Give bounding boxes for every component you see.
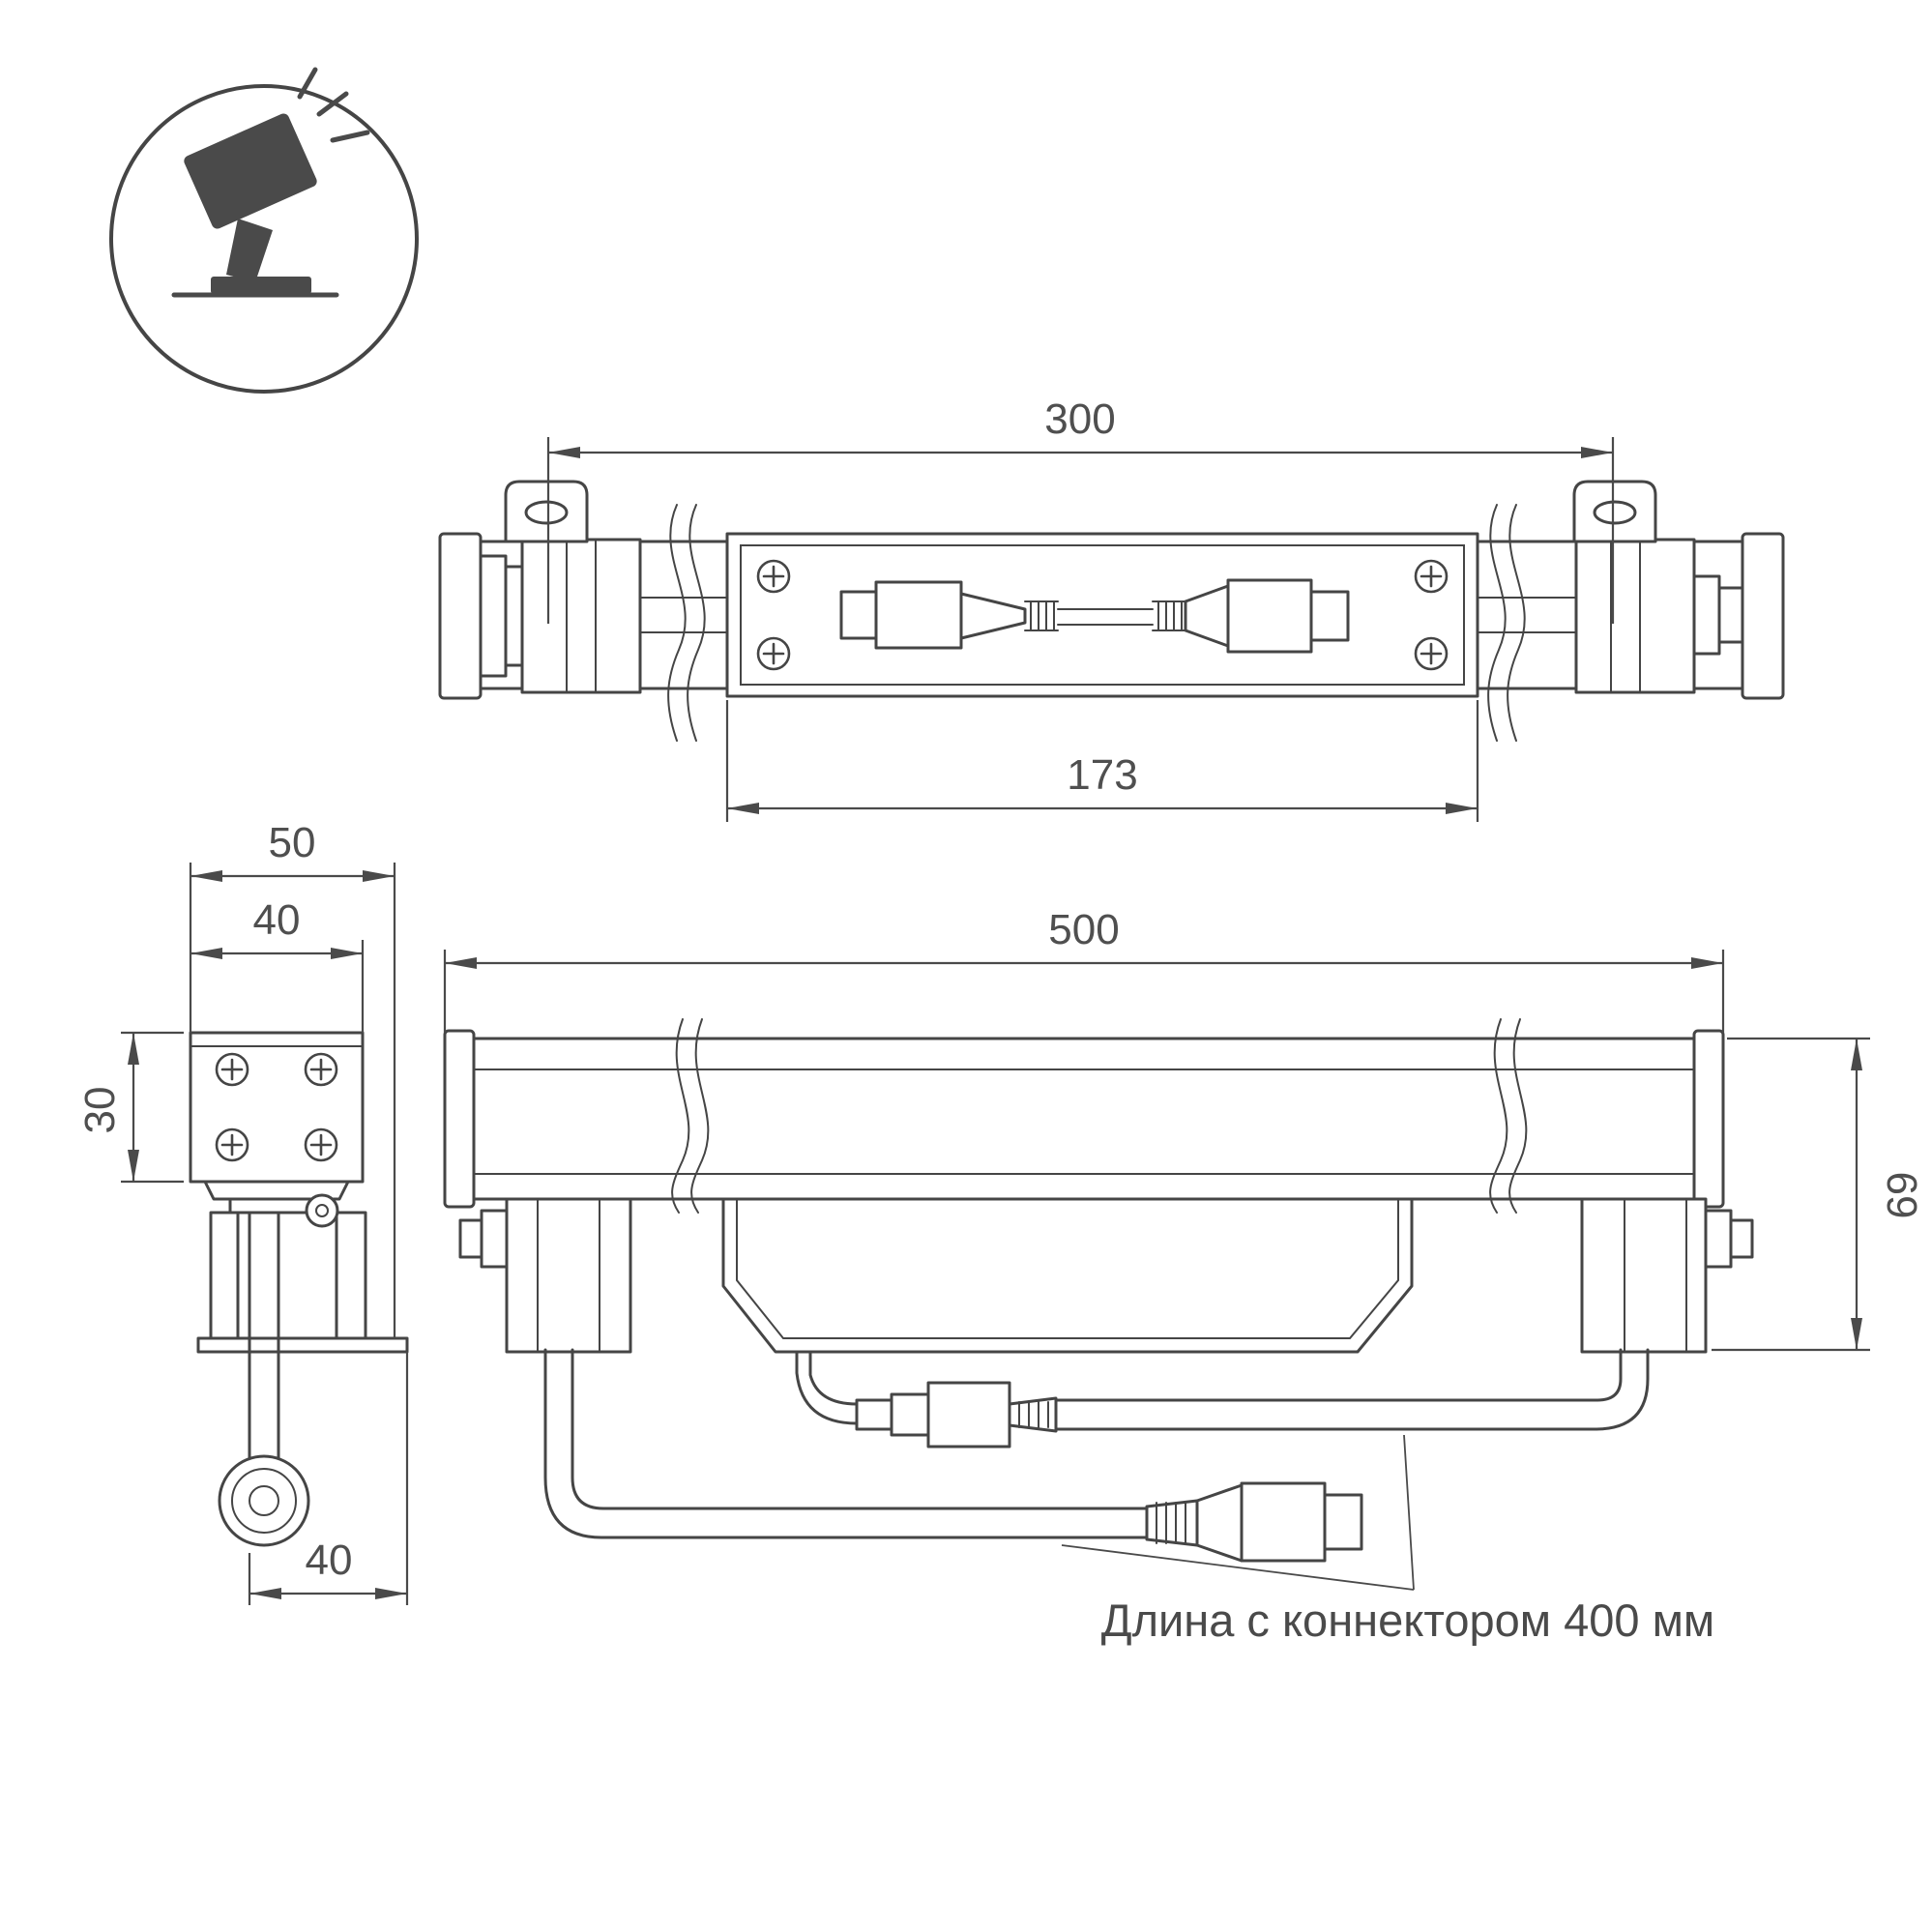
leader-line: [1403, 1434, 1415, 1591]
cable-lower: [543, 1348, 1363, 1563]
floodlight-base: [211, 277, 311, 294]
break-line: [667, 504, 687, 742]
nut: [1692, 574, 1721, 656]
end-cap-right: [1741, 532, 1785, 700]
mount-bracket-left: [520, 538, 642, 694]
break-line: [690, 1018, 710, 1214]
floodlight-icon: [109, 67, 419, 394]
floodlight-stem: [226, 219, 273, 282]
light-ray-icon: [297, 67, 318, 100]
end-cap-left: [443, 1029, 476, 1209]
dim-label-30: 30: [76, 1087, 124, 1134]
connector-body: [926, 1381, 1011, 1449]
clamp-arm: [209, 1211, 240, 1340]
foot-plate: [196, 1336, 409, 1354]
break-line: [1508, 1018, 1528, 1214]
screw-icon: [1414, 636, 1449, 671]
clamp-arm: [335, 1211, 367, 1340]
dim-500: 500: [443, 906, 1725, 1033]
screw-icon: [1414, 559, 1449, 594]
dim-30: 30: [76, 1031, 184, 1184]
dim-label-69: 69: [1878, 1172, 1925, 1219]
pivot-knob: [305, 1193, 339, 1228]
break-line: [671, 1018, 690, 1214]
dim-300: 300: [546, 395, 1615, 624]
dim-69: 69: [1712, 1037, 1925, 1352]
screw-icon: [756, 636, 791, 671]
front-view: 500 69 Длина с коннектором 400 мм: [443, 906, 1925, 1646]
cable-upper: [795, 1348, 1650, 1449]
dim-label-300: 300: [1044, 395, 1115, 443]
mount-bracket-right: [1580, 1197, 1708, 1354]
leader-line: [1061, 1544, 1415, 1591]
top-view: 300 173: [438, 395, 1785, 822]
connector-body: [1240, 1481, 1327, 1563]
slot-hole-left: [524, 500, 569, 525]
mount-bracket-left: [505, 1197, 632, 1354]
dim-label-50: 50: [269, 819, 316, 866]
light-ray-icon: [330, 130, 370, 143]
light-ray-icon: [316, 91, 349, 117]
end-cap-right: [1692, 1029, 1725, 1209]
dim-label-500: 500: [1048, 906, 1119, 953]
dim-40-top: 40: [190, 896, 365, 1033]
screw-icon: [215, 1127, 249, 1162]
dim-40-bottom: 40: [248, 1352, 409, 1605]
connector-pair-left: [839, 580, 1059, 650]
break-line: [1487, 504, 1507, 742]
mount-bracket-right: [1574, 538, 1696, 694]
connector-pair-right: [1152, 578, 1350, 654]
slot-hole-right: [1593, 500, 1637, 525]
wiring-channel: [725, 532, 1479, 698]
screw-icon: [304, 1127, 338, 1162]
end-cap-left: [438, 532, 483, 700]
side-view: 50 40 30 40: [76, 819, 409, 1605]
break-line: [1489, 1018, 1508, 1214]
dim-173: 173: [725, 700, 1479, 822]
bolt: [480, 1209, 509, 1269]
driver-box: [721, 1197, 1414, 1354]
dim-label-40-top: 40: [253, 896, 301, 944]
break-line: [687, 504, 706, 742]
screw-icon: [756, 559, 791, 594]
dim-50: 50: [189, 819, 396, 1338]
luminaire-bar: [472, 1037, 1696, 1201]
dim-label-40-bottom: 40: [306, 1537, 353, 1584]
screw-icon: [215, 1052, 249, 1087]
profile-body: [189, 1031, 365, 1184]
dim-label-173: 173: [1067, 751, 1137, 799]
break-line: [1507, 504, 1526, 742]
bolt: [1704, 1209, 1733, 1269]
connector-length-note: Длина с коннектором 400 мм: [1101, 1595, 1714, 1646]
screw-icon: [304, 1052, 338, 1087]
